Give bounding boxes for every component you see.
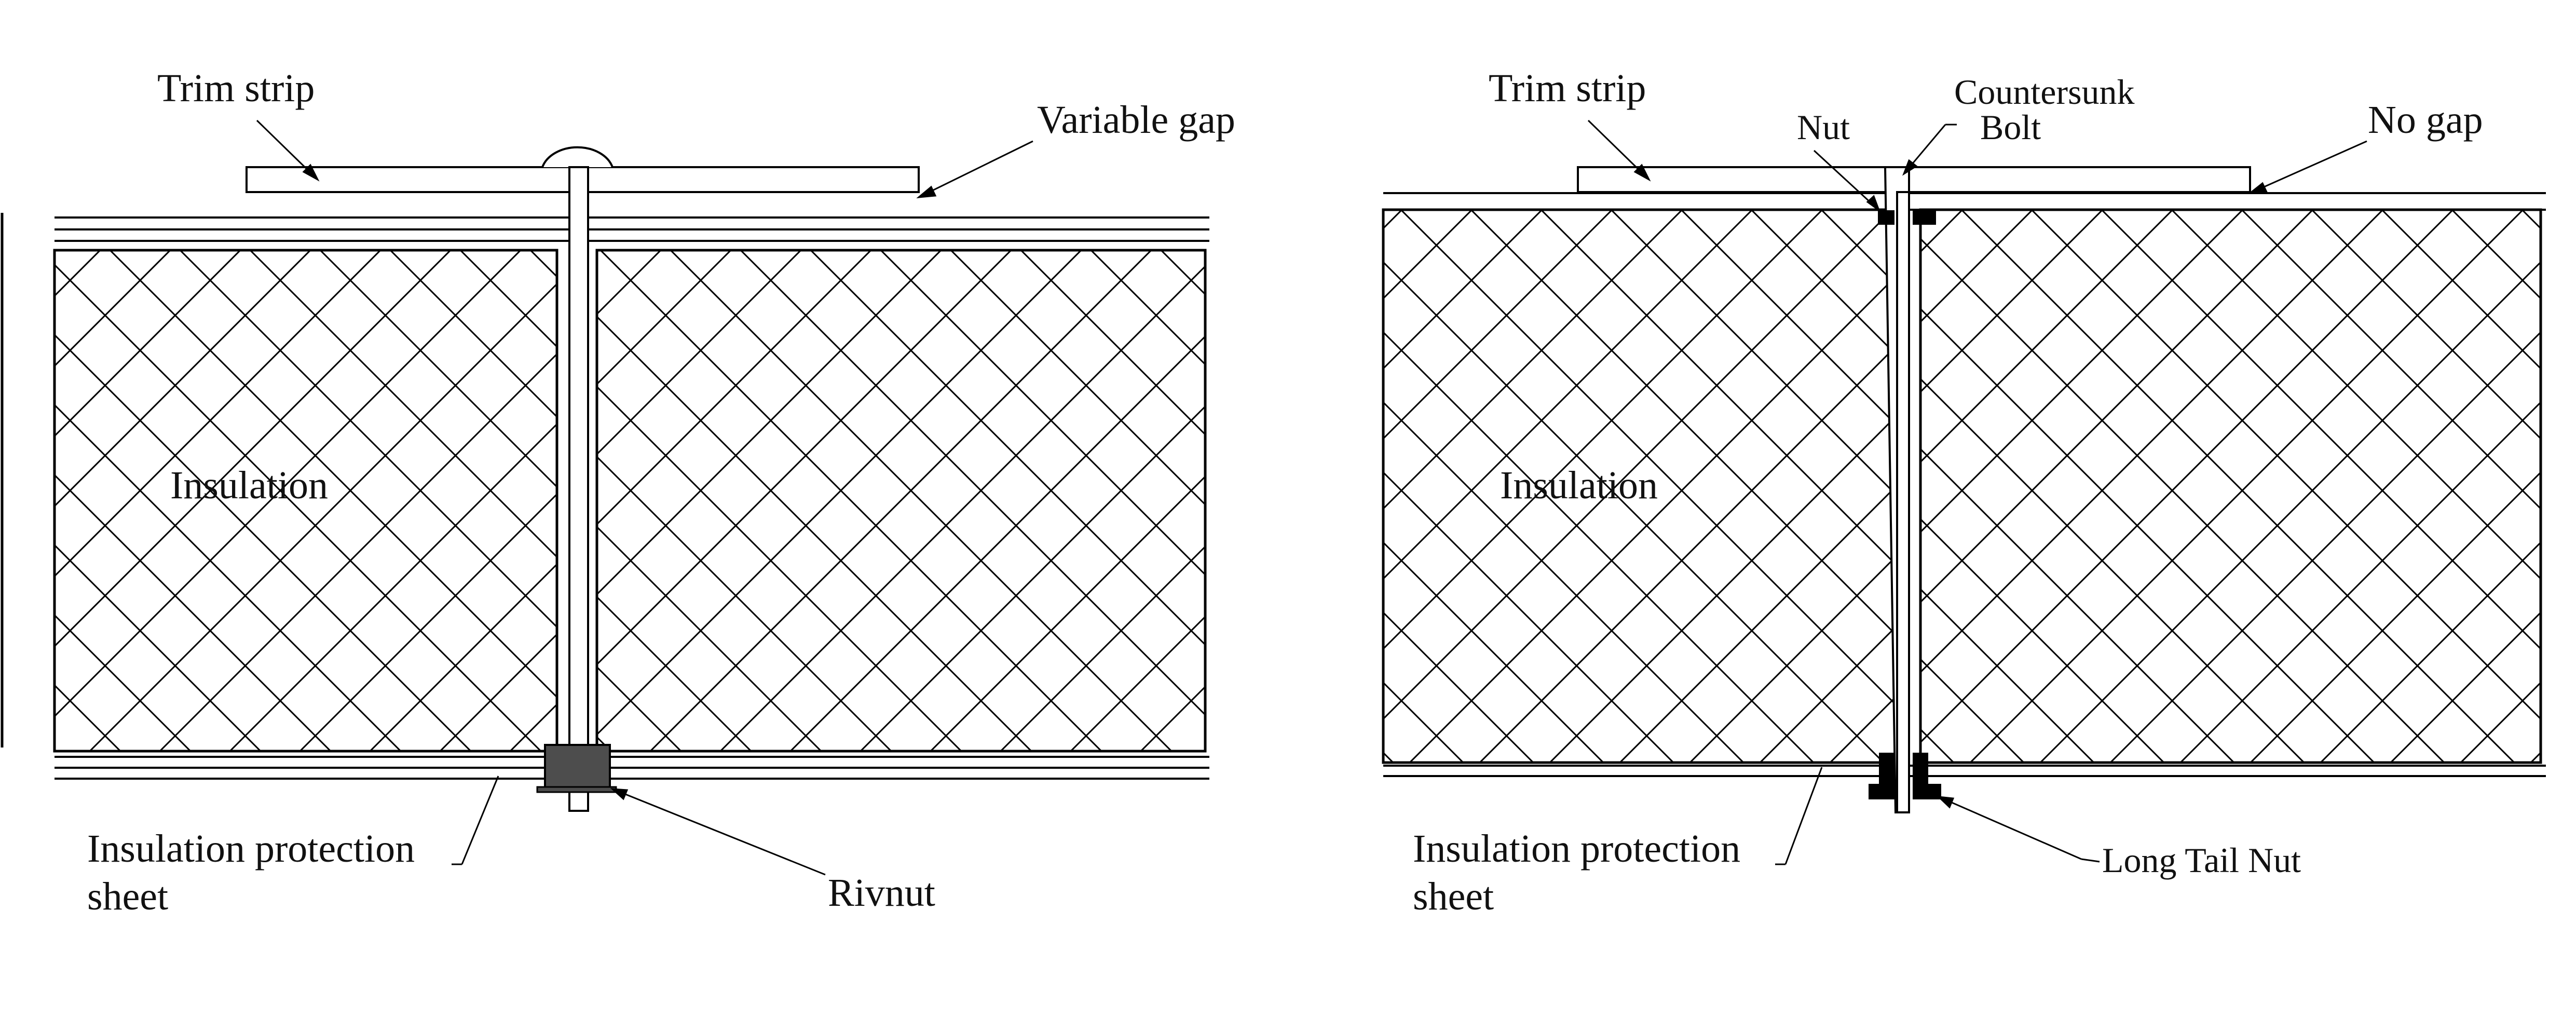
left-bottom-face-sheet bbox=[54, 756, 1209, 780]
left-top-face-sheet bbox=[54, 216, 1209, 242]
right-insulation-block-left bbox=[1382, 208, 1899, 764]
right-nut-right bbox=[1913, 210, 1936, 225]
right-protection-label-line1: Insulation protection bbox=[1413, 827, 1740, 871]
left-variable-gap-label: Variable gap bbox=[1037, 98, 1235, 142]
left-protection-label-line2: sheet bbox=[87, 875, 168, 918]
right-insulation-label: Insulation bbox=[1500, 464, 1658, 507]
right-leader-lines bbox=[1587, 119, 2367, 865]
left-bolt-shaft bbox=[568, 166, 589, 812]
right-nut-left bbox=[1878, 210, 1894, 225]
left-leader-lines bbox=[256, 119, 1033, 876]
right-bolt-shaft bbox=[1896, 191, 1910, 813]
right-no-gap-label: No gap bbox=[2368, 98, 2483, 142]
left-rivnut-flange bbox=[536, 786, 617, 793]
left-panel: Trim strip Variable gap Insulation Insul… bbox=[53, 66, 1235, 918]
right-bolt-label: Bolt bbox=[1980, 107, 2041, 147]
left-rivnut bbox=[544, 744, 611, 792]
right-long-tail-nut-right bbox=[1913, 753, 1941, 799]
right-panel: Trim strip Countersunk Bolt Nut No gap I… bbox=[1382, 66, 2546, 918]
right-trim-strip bbox=[1577, 166, 2251, 193]
left-rivnut-label: Rivnut bbox=[828, 871, 935, 915]
right-countersunk-label: Countersunk bbox=[1954, 72, 2135, 112]
right-trim-strip-label: Trim strip bbox=[1489, 66, 1646, 110]
right-insulation-block-right bbox=[1919, 208, 2542, 764]
right-bottom-face-sheet bbox=[1383, 765, 2546, 777]
left-insulation-label: Insulation bbox=[170, 464, 328, 507]
left-trim-strip-label: Trim strip bbox=[157, 66, 315, 110]
left-bolt-head bbox=[541, 146, 614, 168]
left-insulation-block-left bbox=[53, 249, 558, 753]
right-top-face-sheet bbox=[1383, 192, 2546, 211]
right-nut-label: Nut bbox=[1797, 107, 1850, 147]
left-protection-label-line1: Insulation protection bbox=[87, 827, 415, 871]
right-long-tail-nut-label: Long Tail Nut bbox=[2102, 840, 2301, 880]
left-insulation-block-right bbox=[595, 249, 1207, 753]
right-long-tail-nut bbox=[1869, 753, 1894, 799]
right-protection-label-line2: sheet bbox=[1413, 875, 1494, 918]
